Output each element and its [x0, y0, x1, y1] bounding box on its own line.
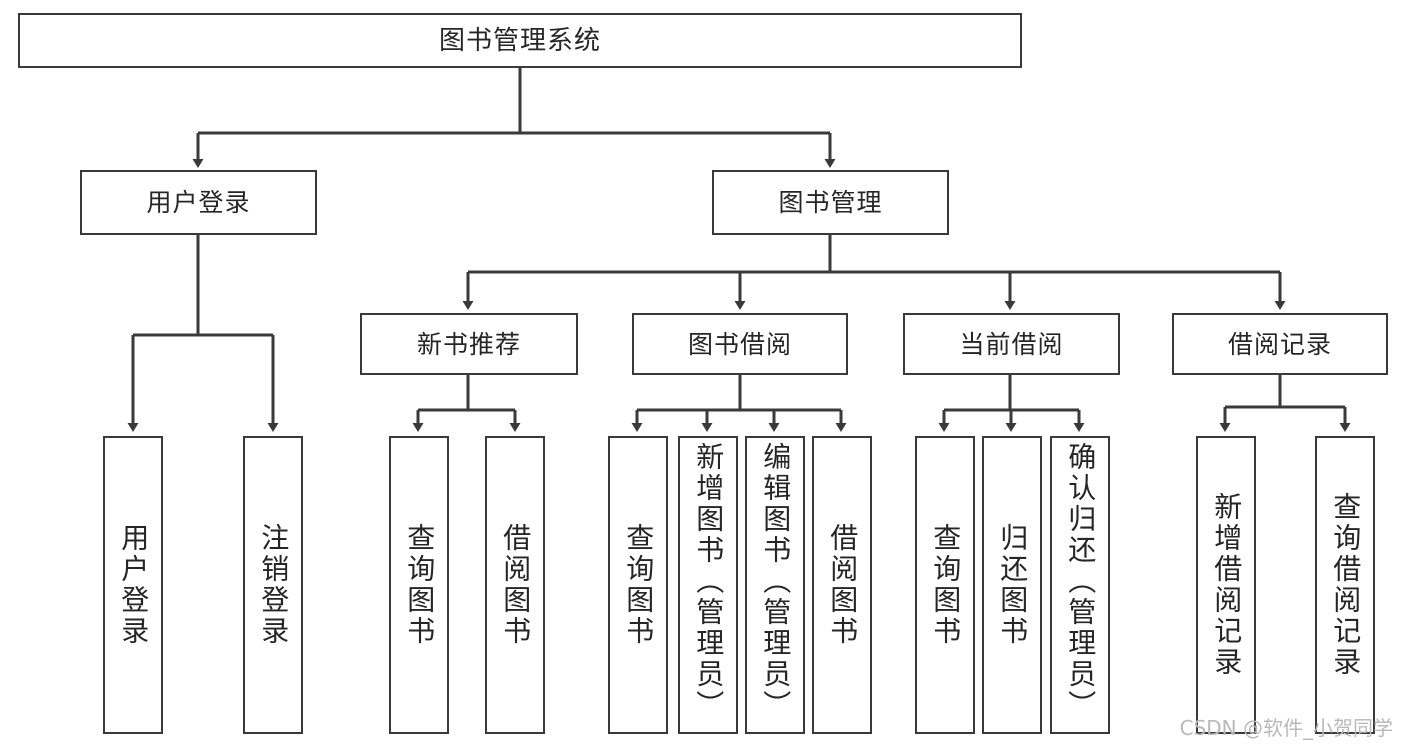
leaf-query-book-c[interactable]: 查询图书 — [915, 436, 975, 734]
leaf-add-book-label: 新增图书（管理员） — [692, 442, 726, 721]
leaf-add-record-label: 新增借阅记录 — [1210, 492, 1244, 678]
node-root-label: 图书管理系统 — [438, 25, 601, 56]
node-current-borrow-label: 当前借阅 — [959, 329, 1064, 359]
node-user-login[interactable]: 用户登录 — [80, 170, 317, 235]
leaf-return-book-label: 归还图书 — [996, 523, 1030, 647]
leaf-return-book[interactable]: 归还图书 — [982, 436, 1042, 734]
leaf-query-record-label: 查询借阅记录 — [1329, 492, 1363, 678]
node-new-book-recommend[interactable]: 新书推荐 — [360, 313, 578, 375]
leaf-query-book-c-label: 查询图书 — [929, 523, 963, 647]
node-borrow-record[interactable]: 借阅记录 — [1172, 313, 1388, 375]
leaf-query-book-b[interactable]: 查询图书 — [608, 436, 668, 734]
leaf-borrow-book-b-label: 借阅图书 — [826, 523, 860, 647]
leaf-add-record[interactable]: 新增借阅记录 — [1196, 436, 1256, 734]
leaf-query-book-a[interactable]: 查询图书 — [389, 436, 449, 734]
leaf-borrow-book-a[interactable]: 借阅图书 — [485, 436, 545, 734]
node-borrow-record-label: 借阅记录 — [1227, 329, 1332, 359]
leaf-user-login-label: 用户登录 — [117, 523, 151, 647]
node-book-borrow-label: 图书借阅 — [687, 329, 792, 359]
leaf-logout[interactable]: 注销登录 — [243, 436, 303, 734]
leaf-edit-book-label: 编辑图书（管理员） — [759, 442, 793, 721]
node-new-book-recommend-label: 新书推荐 — [416, 329, 521, 359]
leaf-borrow-book-a-label: 借阅图书 — [499, 523, 533, 647]
node-book-borrow[interactable]: 图书借阅 — [632, 313, 848, 375]
node-current-borrow[interactable]: 当前借阅 — [903, 313, 1120, 375]
leaf-confirm-return[interactable]: 确认归还（管理员） — [1050, 436, 1110, 734]
leaf-query-book-a-label: 查询图书 — [403, 523, 437, 647]
node-root[interactable]: 图书管理系统 — [18, 13, 1022, 68]
leaf-confirm-return-label: 确认归还（管理员） — [1064, 442, 1098, 721]
leaf-edit-book[interactable]: 编辑图书（管理员） — [745, 436, 805, 734]
leaf-query-record[interactable]: 查询借阅记录 — [1315, 436, 1375, 734]
leaf-user-login[interactable]: 用户登录 — [103, 436, 163, 734]
node-book-manage-label: 图书管理 — [778, 188, 883, 217]
csdn-watermark: CSDN @软件_小贺同学 — [1179, 716, 1393, 740]
leaf-borrow-book-b[interactable]: 借阅图书 — [812, 436, 872, 734]
node-book-manage[interactable]: 图书管理 — [712, 170, 949, 235]
leaf-logout-label: 注销登录 — [257, 523, 291, 647]
node-user-login-label: 用户登录 — [146, 188, 251, 217]
leaf-add-book[interactable]: 新增图书（管理员） — [678, 436, 738, 734]
leaf-query-book-b-label: 查询图书 — [622, 523, 656, 647]
